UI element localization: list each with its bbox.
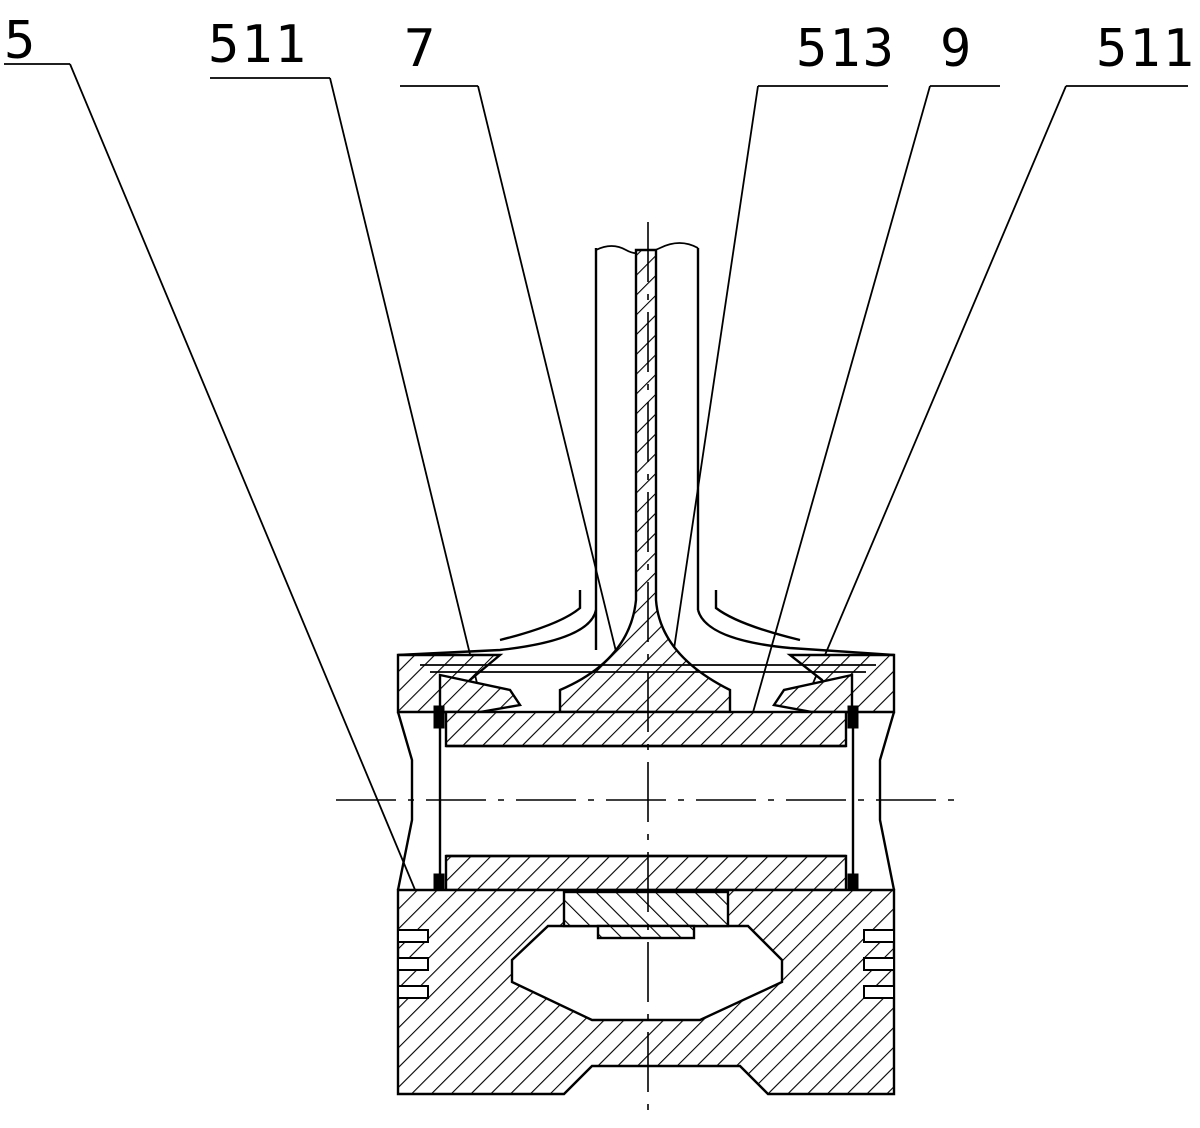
- ring-groove-left-3: [397, 985, 429, 999]
- leader-513: [663, 85, 759, 717]
- callout-labels: 5 511 7 513 9 511: [4, 11, 1196, 87]
- leader-511-left: [329, 77, 485, 713]
- rod-web-section: [558, 248, 732, 714]
- label-511-left: 511: [208, 15, 308, 75]
- label-7: 7: [404, 19, 437, 79]
- rod-left-shoulder: [499, 590, 582, 642]
- center-block-tab: [596, 924, 696, 940]
- pin-lower-wall: [444, 854, 848, 892]
- leader-7: [477, 85, 623, 677]
- pin-boss-left: [438, 673, 523, 714]
- piston-lower: [396, 888, 896, 1096]
- rod-right-flange: [696, 609, 895, 657]
- center-block: [562, 890, 730, 928]
- rod-right-shoulder: [714, 590, 801, 642]
- leader-5: [69, 63, 437, 941]
- rod-left-flange: [397, 609, 598, 657]
- ring-groove-right-1: [863, 929, 895, 943]
- piston-left-skirt: [396, 711, 414, 891]
- label-513: 513: [796, 19, 896, 79]
- ring-groove-left-2: [397, 957, 429, 971]
- piston-pin: [433, 705, 859, 897]
- label-511-right: 511: [1096, 19, 1196, 79]
- ring-groove-left-1: [397, 929, 429, 943]
- center-lines: [336, 222, 958, 1122]
- leader-lines: [69, 63, 1067, 944]
- circlip-right-top: [847, 705, 859, 729]
- label-9: 9: [940, 19, 973, 79]
- label-5: 5: [4, 11, 37, 71]
- pin-boss-right: [771, 673, 854, 714]
- ring-groove-right-2: [863, 957, 895, 971]
- piston-right-skirt: [878, 711, 896, 891]
- leader-9: [747, 85, 931, 731]
- leader-511-right: [799, 85, 1067, 715]
- pin-upper-wall: [444, 710, 848, 748]
- circlip-left-top: [433, 705, 445, 729]
- ring-groove-right-3: [863, 985, 895, 999]
